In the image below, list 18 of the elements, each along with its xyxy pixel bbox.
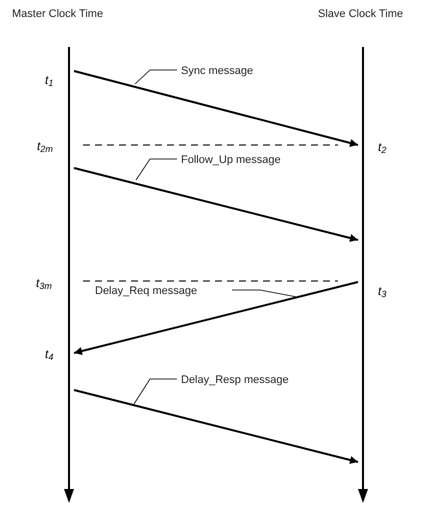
axis-title: Slave Clock Time — [318, 7, 403, 22]
message-label: Delay_Resp message — [181, 373, 289, 388]
timestamp-label: t$_{2}$ — [378, 139, 386, 156]
timestamp-label: t$_{3m}$ — [36, 275, 52, 292]
timeline-axis — [64, 47, 74, 503]
timestamp-label: t$_{3}$ — [378, 283, 386, 300]
axis-title: Master Clock Time — [12, 7, 104, 22]
message-label: Sync message — [181, 64, 254, 79]
message-arrow — [74, 281, 358, 355]
message-arrow — [74, 389, 358, 464]
timestamp-label: t$_{2m}$ — [37, 138, 53, 155]
timestamp-label: t$_{1}$ — [45, 72, 54, 89]
timeline-axis — [358, 47, 368, 503]
message-label: Follow_Up message — [181, 153, 281, 168]
timestamp-label: t$_{4}$ — [45, 346, 54, 363]
message-arrow — [74, 167, 358, 242]
message-arrow — [74, 70, 358, 147]
message-label: Delay_Req message — [95, 284, 198, 299]
